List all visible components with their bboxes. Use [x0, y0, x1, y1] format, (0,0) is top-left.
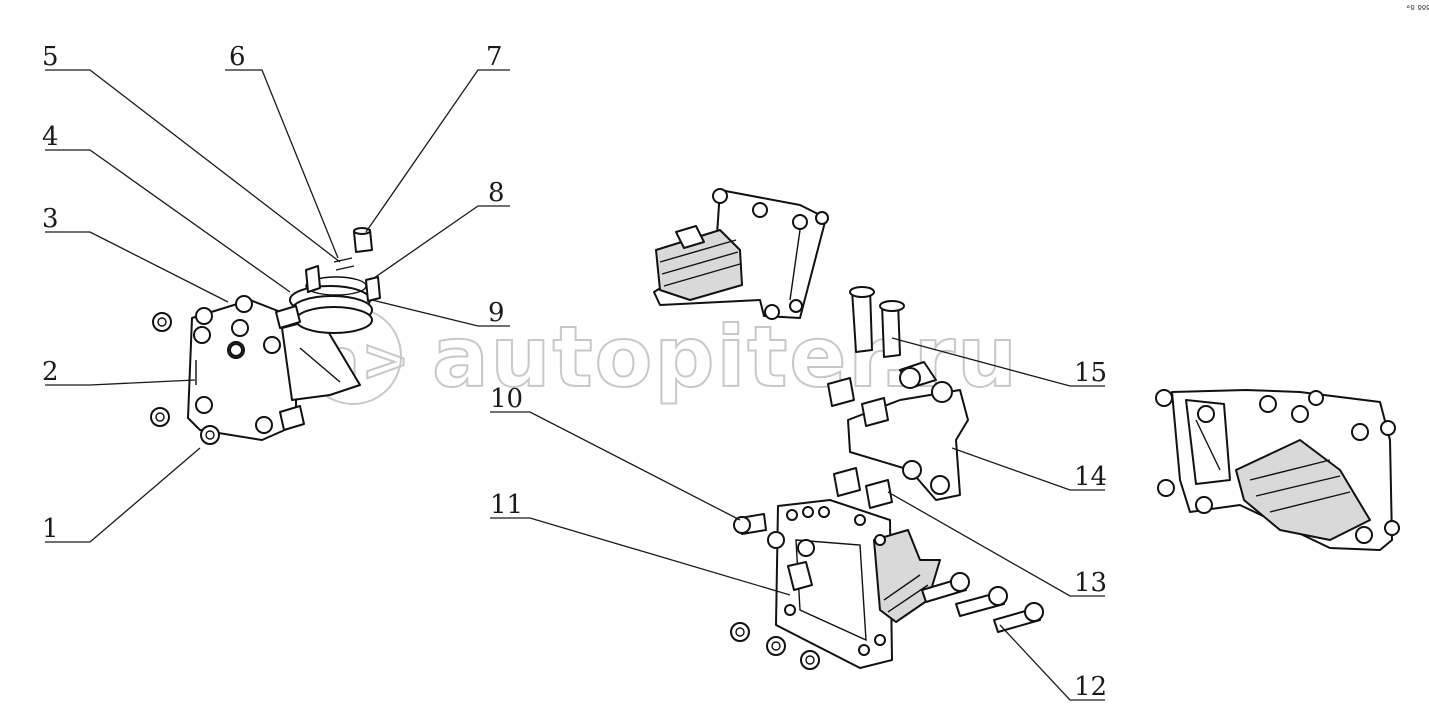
right-assembled-view: [1155, 389, 1400, 551]
callout-11: 11: [490, 490, 523, 520]
callout-1: 1: [42, 514, 59, 544]
callout-4: 4: [42, 122, 59, 152]
mounting-plate: [187, 299, 297, 441]
callout-10: 10: [490, 384, 523, 414]
left-assembly: [150, 227, 381, 445]
callout-14: 14: [1074, 462, 1107, 492]
callout-15: 15: [1074, 358, 1107, 388]
callout-9: 9: [488, 298, 505, 328]
callout-2: 2: [42, 357, 59, 387]
callout-7: 7: [486, 42, 503, 72]
watermark: a> autopiter.ru: [304, 307, 1019, 407]
bracket-14: [827, 286, 969, 509]
callout-8: 8: [488, 178, 505, 208]
callout-3: 3: [42, 204, 59, 234]
callout-labels: 1 2 3 4 5 6 7 8 9 10 11 12 13 14 15: [42, 42, 1107, 702]
callout-6: 6: [229, 42, 246, 72]
callout-13: 13: [1074, 568, 1107, 598]
top-center-assembly: [653, 188, 829, 320]
lower-frame-assembly: [730, 499, 1044, 670]
callout-5: 5: [42, 42, 59, 72]
leader-lines: [45, 69, 1105, 701]
callout-12: 12: [1074, 672, 1107, 702]
nut: [150, 312, 243, 445]
corner-mark: °º ººº: [1406, 5, 1429, 15]
watermark-text: autopiter.ru: [432, 308, 1019, 406]
